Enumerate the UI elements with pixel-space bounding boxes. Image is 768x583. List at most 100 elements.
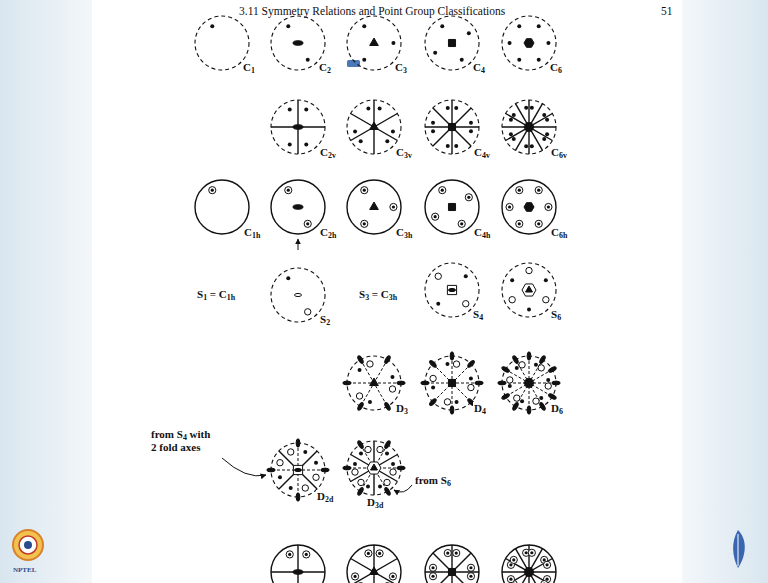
- group-label: C6h: [550, 226, 568, 239]
- symmetry-symbol: [539, 402, 546, 411]
- pole-dot: [460, 58, 464, 62]
- mirror-line: [373, 545, 374, 583]
- pole-open: [526, 267, 532, 273]
- pole-dot: [353, 575, 356, 578]
- pole-dot: [537, 24, 541, 28]
- symmetry-symbol: [295, 293, 302, 296]
- pole-dot: [431, 566, 434, 569]
- pole-dot: [440, 24, 444, 28]
- pole-dot: [445, 362, 449, 366]
- pole-dot: [464, 274, 468, 278]
- subscript: 3d: [375, 501, 383, 510]
- text-run: D: [474, 402, 482, 414]
- text-run: S: [320, 313, 326, 325]
- text-run: D: [367, 496, 375, 508]
- pole-dot: [288, 553, 291, 556]
- pole-open: [390, 469, 396, 475]
- stereogram-circle: [425, 356, 479, 410]
- symmetry-symbol: [524, 568, 534, 577]
- pole-dot: [517, 58, 521, 62]
- text-run: from S: [151, 428, 183, 440]
- subscript: 3: [365, 293, 369, 302]
- pole-dot: [303, 450, 307, 454]
- pole-dot: [454, 106, 458, 110]
- symmetry-symbol: [343, 381, 351, 385]
- stereogram: [425, 263, 479, 317]
- text-run: C: [551, 146, 559, 158]
- pole-open: [519, 362, 525, 368]
- pole-open: [439, 187, 446, 194]
- pole-open: [389, 573, 396, 580]
- group-label: C3v: [395, 146, 413, 159]
- subscript: 1h: [252, 231, 260, 240]
- pole-dot: [362, 58, 366, 62]
- pole-dot: [441, 189, 444, 192]
- pole-dot: [366, 106, 370, 110]
- pole-dot: [469, 376, 473, 380]
- subscript: 4: [183, 433, 187, 442]
- pole-dot: [314, 461, 318, 465]
- pole-dot: [359, 452, 363, 456]
- equivalence-note: S3 = C3h: [358, 288, 398, 301]
- symmetry-symbol: [512, 355, 519, 364]
- subscript: 3: [404, 407, 408, 416]
- text-run: C: [395, 61, 403, 73]
- pole-open: [535, 187, 542, 194]
- stereogram: [343, 440, 405, 496]
- stereogram: [425, 180, 479, 234]
- pole-dot: [363, 222, 366, 225]
- pole-open: [516, 187, 523, 194]
- twofold-axis: [361, 445, 388, 492]
- text-run: = C: [207, 288, 227, 300]
- pole-open: [467, 573, 474, 580]
- book-page: [92, 0, 682, 583]
- pole-dot: [546, 378, 550, 382]
- pole-dot: [512, 113, 516, 117]
- group-label: C1: [242, 61, 256, 74]
- pole-open: [367, 361, 373, 367]
- pole-dot: [537, 189, 540, 192]
- pole-dot: [306, 58, 310, 62]
- stereogram-circle: [271, 16, 325, 70]
- stereogram: [425, 545, 479, 583]
- pole-dot: [368, 400, 372, 404]
- pole-dot: [446, 551, 449, 554]
- pole-dot: [367, 552, 370, 555]
- symmetry-symbol: [267, 468, 275, 472]
- text-run: C: [319, 61, 327, 73]
- group-label: S4: [472, 308, 484, 321]
- text-run: S: [551, 308, 557, 320]
- subscript: 6: [558, 66, 562, 75]
- symmetry-symbol: [450, 406, 454, 414]
- leader-arrow: [298, 239, 299, 250]
- stereogram: [271, 180, 325, 234]
- mirror-line: [506, 114, 553, 141]
- symmetry-symbol: [321, 468, 329, 472]
- pole-dot: [509, 132, 513, 136]
- twofold-axis: [361, 445, 388, 492]
- pole-dot: [358, 368, 362, 372]
- subscript: 2d: [325, 495, 333, 504]
- pole-dot: [286, 276, 290, 280]
- pole-dot: [431, 575, 434, 578]
- subscript: 2h: [328, 231, 336, 240]
- stereogram-circle: [271, 180, 325, 234]
- pole-open: [356, 393, 362, 399]
- pole-open: [377, 446, 383, 452]
- pole-open: [514, 395, 520, 401]
- pole-dot: [288, 143, 292, 147]
- pole-dot: [546, 41, 550, 45]
- symmetry-symbol: [370, 38, 379, 46]
- pole-dot: [304, 107, 308, 111]
- pole-open: [286, 551, 293, 558]
- pole-dot: [508, 41, 512, 45]
- subscript: 2v: [328, 151, 336, 160]
- pole-dot: [469, 575, 472, 578]
- pole-dot: [542, 113, 546, 117]
- emblem-core: [24, 541, 32, 549]
- symmetry-symbol: [524, 123, 534, 132]
- symmetry-symbol: [501, 393, 510, 400]
- symmetry-symbol: [296, 493, 300, 501]
